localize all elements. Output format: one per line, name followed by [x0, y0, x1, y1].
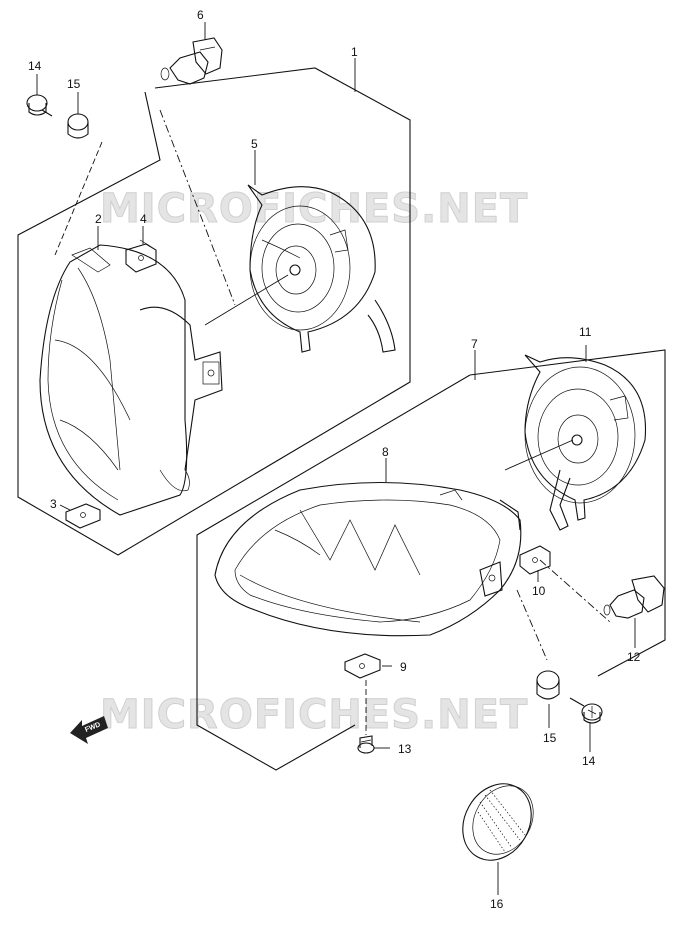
bulb-socket-upper [247, 184, 396, 353]
screw-13 [357, 735, 375, 754]
callout-12: 12 [627, 650, 641, 664]
callout-8: 8 [382, 445, 389, 459]
nut-clip-4 [125, 239, 157, 273]
callout-1: 1 [351, 45, 358, 59]
callout-14-upper: 14 [28, 59, 42, 73]
callout-15-lower: 15 [543, 731, 557, 745]
callout-13: 13 [398, 742, 412, 756]
bulb-lower [603, 575, 665, 619]
callout-6: 6 [197, 8, 204, 22]
screw-upper [26, 94, 53, 117]
callout-4: 4 [140, 212, 147, 226]
grommet-lower [536, 670, 560, 700]
watermark-bottom: MICROFICHES.NET [100, 692, 528, 738]
nut-clip-10 [519, 545, 551, 575]
nut-clip-9 [344, 653, 381, 679]
fwd-arrow: FWD [70, 716, 108, 744]
reflector-16 [462, 783, 534, 861]
callout-7: 7 [471, 337, 478, 351]
grommet-upper [67, 113, 89, 139]
callout-2: 2 [95, 212, 102, 226]
callout-labels: 1 2 3 4 5 6 7 8 9 10 11 12 13 14 14 15 1… [28, 8, 641, 911]
callout-16: 16 [490, 897, 504, 911]
callout-5: 5 [251, 137, 258, 151]
bulb-upper [160, 37, 223, 85]
watermark-top: MICROFICHES.NET [100, 186, 528, 232]
callout-15-upper: 15 [67, 77, 81, 91]
headlamp-housing-front [39, 244, 223, 516]
nut-clip-3 [65, 503, 101, 529]
callout-10: 10 [532, 584, 546, 598]
lower-assembly-frame [196, 349, 666, 771]
callout-14-lower: 14 [582, 754, 596, 768]
callout-9: 9 [400, 660, 407, 674]
headlamp-housing-rear [214, 481, 522, 637]
upper-leaders [36, 22, 356, 511]
callout-3: 3 [50, 497, 57, 511]
callout-11: 11 [579, 325, 592, 339]
bulb-socket-lower [524, 354, 647, 531]
lower-leaders [365, 345, 636, 895]
screw-lower [569, 697, 603, 724]
upper-assembly-frame [17, 67, 411, 556]
